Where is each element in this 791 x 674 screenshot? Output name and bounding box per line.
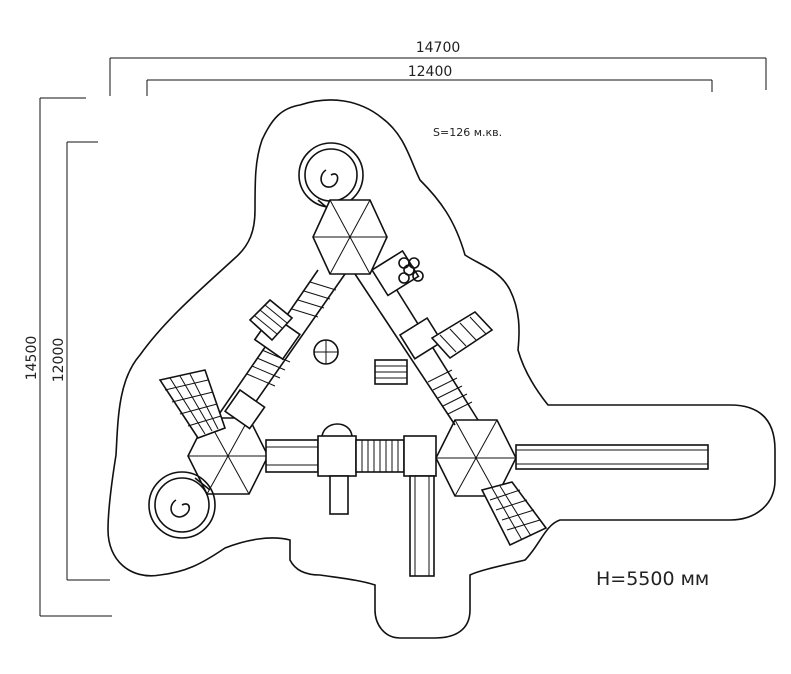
right-diagonal-bridge: [354, 249, 479, 426]
right-tall-slide: [409, 475, 435, 577]
safety-zone-outline: [107, 99, 776, 639]
right-small-stair: [374, 359, 408, 385]
dimension-inner-height: [66, 141, 110, 581]
left-side-ladder: [248, 298, 294, 342]
dimension-outer-width: [109, 57, 767, 96]
inner-width-label: 12400: [408, 64, 453, 80]
clover-panel: [398, 257, 424, 284]
horizontal-bridge: [265, 423, 437, 477]
right-long-slide: [515, 444, 709, 470]
dimension-outer-height: [39, 97, 112, 617]
left-climbing-net: [158, 369, 227, 439]
left-spiral-slide: [148, 471, 216, 539]
dimension-inner-width: [146, 79, 713, 96]
inner-height-label: 12000: [51, 338, 67, 383]
area-label: S=126 м.кв.: [433, 126, 502, 139]
steering-wheel: [313, 339, 339, 365]
bottom-right-climbing-net: [480, 481, 548, 547]
top-tower-roof: [312, 199, 388, 275]
outer-width-label: 14700: [416, 40, 461, 56]
outer-height-label: 14500: [24, 336, 40, 381]
center-short-slide: [329, 475, 349, 515]
right-side-ladder: [430, 310, 494, 360]
height-label: H=5500 мм: [596, 568, 709, 590]
